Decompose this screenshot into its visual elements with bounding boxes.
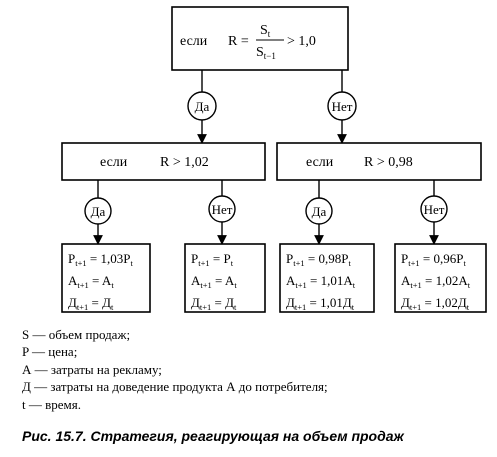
legend-item: Д — затраты на доведение продукта А до п…: [22, 379, 328, 395]
right-condition-box: [276, 142, 482, 181]
right-no-circle: [420, 195, 448, 223]
outcome-box-2: [184, 243, 266, 313]
outcome-2-advert-formula: At+1 = At: [191, 273, 237, 290]
outcome-4-distribution-formula: Дt+1 = 1,02Дt: [401, 295, 470, 312]
left-yes-circle: [84, 197, 112, 225]
outcome-1-advert-formula: At+1 = At: [68, 273, 114, 290]
left-yes-label: Да: [91, 204, 106, 219]
top-condition-box: [171, 6, 349, 71]
outcome-box-3: [279, 243, 375, 313]
outcome-3-distribution-formula: Дt+1 = 1,01Дt: [286, 295, 355, 312]
left-condition-expr: R > 1,02: [160, 155, 209, 170]
top-condition-numerator: St: [260, 23, 271, 39]
top-condition-rhs: > 1,0: [287, 34, 316, 49]
legend-item: P — цена;: [22, 344, 78, 360]
right-yes-circle: [305, 197, 333, 225]
outcome-3-advert-formula: At+1 = 1,01At: [286, 273, 356, 290]
right-condition-expr: R > 0,98: [364, 155, 413, 170]
top-condition-denominator: St−1: [256, 45, 276, 61]
right-yes-label: Да: [312, 204, 327, 219]
outcome-4-advert-formula: At+1 = 1,02At: [401, 273, 471, 290]
top-yes-label: Да: [195, 99, 210, 114]
legend: S — объем продаж; P — цена; А — затраты …: [22, 326, 328, 413]
second-level-connectors: [93, 180, 439, 245]
top-condition-lhs: R =: [228, 34, 249, 49]
decision-tree-diagram: если R = St St−1 > 1,0 Да Нет если R > 1…: [61, 6, 487, 313]
outcome-box-1: [61, 243, 151, 313]
figure-caption: Рис. 15.7. Стратегия, реагирующая на объ…: [22, 428, 404, 444]
left-condition-box: [61, 142, 266, 181]
left-no-circle: [208, 195, 236, 223]
legend-item: t — время.: [22, 396, 81, 412]
outcome-1-distribution-formula: Дt+1 = Дt: [68, 295, 114, 312]
top-no-circle: [327, 91, 357, 121]
top-yes-circle: [187, 91, 217, 121]
top-condition-prefix: если: [180, 34, 208, 49]
right-condition-prefix: если: [306, 155, 334, 170]
outcome-4-price-formula: Pt+1 = 0,96Pt: [401, 251, 466, 268]
outcome-box-4: [394, 243, 487, 313]
outcome-2-price-formula: Pt+1 = Pt: [191, 251, 234, 268]
outcome-2-distribution-formula: Дt+1 = Дt: [191, 295, 237, 312]
outcome-1-price-formula: Pt+1 = 1,03Pt: [68, 251, 133, 268]
left-condition-prefix: если: [100, 155, 128, 170]
left-no-label: Нет: [212, 202, 233, 217]
legend-item: S — объем продаж;: [22, 327, 131, 342]
top-connectors: [197, 70, 347, 144]
legend-item: А — затраты на рекламу;: [22, 361, 162, 377]
right-no-label: Нет: [424, 202, 445, 217]
outcome-3-price-formula: Pt+1 = 0,98Pt: [286, 251, 351, 268]
top-no-label: Нет: [332, 99, 353, 114]
